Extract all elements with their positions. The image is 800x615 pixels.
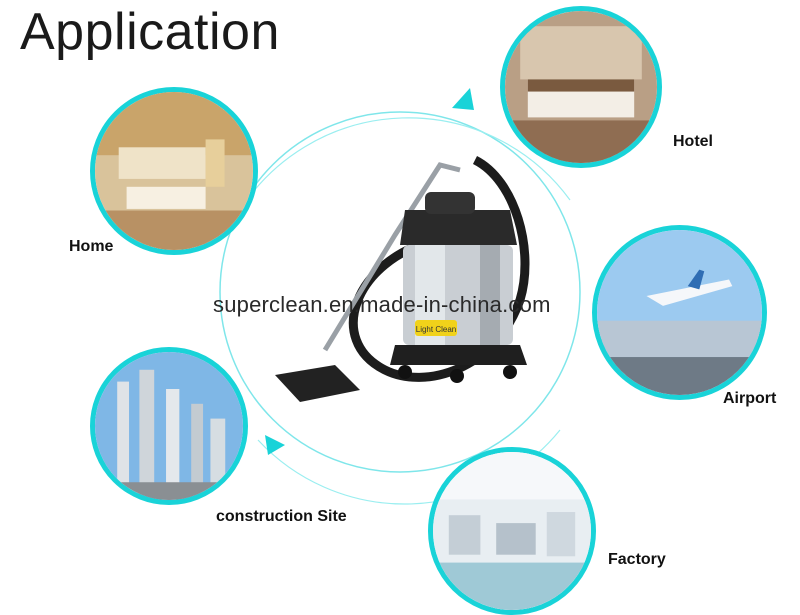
- orbit-arrow-bottom: [265, 435, 285, 455]
- airport-photo: [592, 225, 767, 400]
- home-photo: [90, 87, 258, 255]
- home-label: Home: [69, 238, 114, 255]
- construction-label: construction Site: [216, 508, 347, 525]
- vacuum-cleaner-image: Light Clean: [275, 155, 530, 402]
- factory-label: Factory: [608, 551, 666, 568]
- factory-scene-icon: [433, 452, 591, 610]
- tank-label: Light Clean: [416, 325, 456, 334]
- orbit-arrow-top: [452, 88, 474, 110]
- airport-scene-icon: [597, 230, 762, 395]
- page-title: Application: [20, 3, 280, 61]
- home-scene-icon: [95, 92, 253, 250]
- airport-label: Airport: [723, 390, 777, 407]
- hotel-label: Hotel: [673, 133, 713, 150]
- hotel-photo: [500, 6, 662, 168]
- construction-photo: [90, 347, 248, 505]
- hotel-scene-icon: [505, 11, 657, 163]
- construction-scene-icon: [95, 352, 243, 500]
- watermark-text: superclean.en.made-in-china.com: [213, 292, 551, 317]
- factory-photo: [428, 447, 596, 615]
